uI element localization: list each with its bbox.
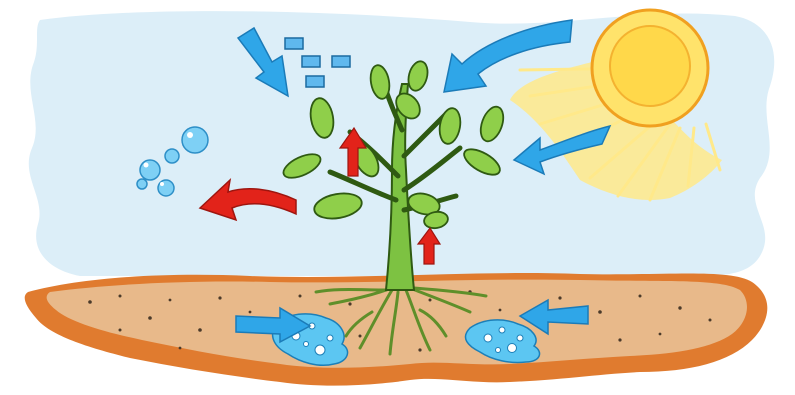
oxygen-bubble [165, 149, 179, 163]
oxygen-bubble [182, 127, 208, 153]
co2-block [306, 76, 324, 87]
co2-block [332, 56, 350, 67]
oxygen-bubble [158, 180, 174, 196]
oxygen-bubble [140, 160, 160, 180]
sun-core [610, 26, 690, 106]
oxygen-bubble [137, 179, 147, 189]
co2-block [302, 56, 320, 67]
co2-block [285, 38, 303, 49]
